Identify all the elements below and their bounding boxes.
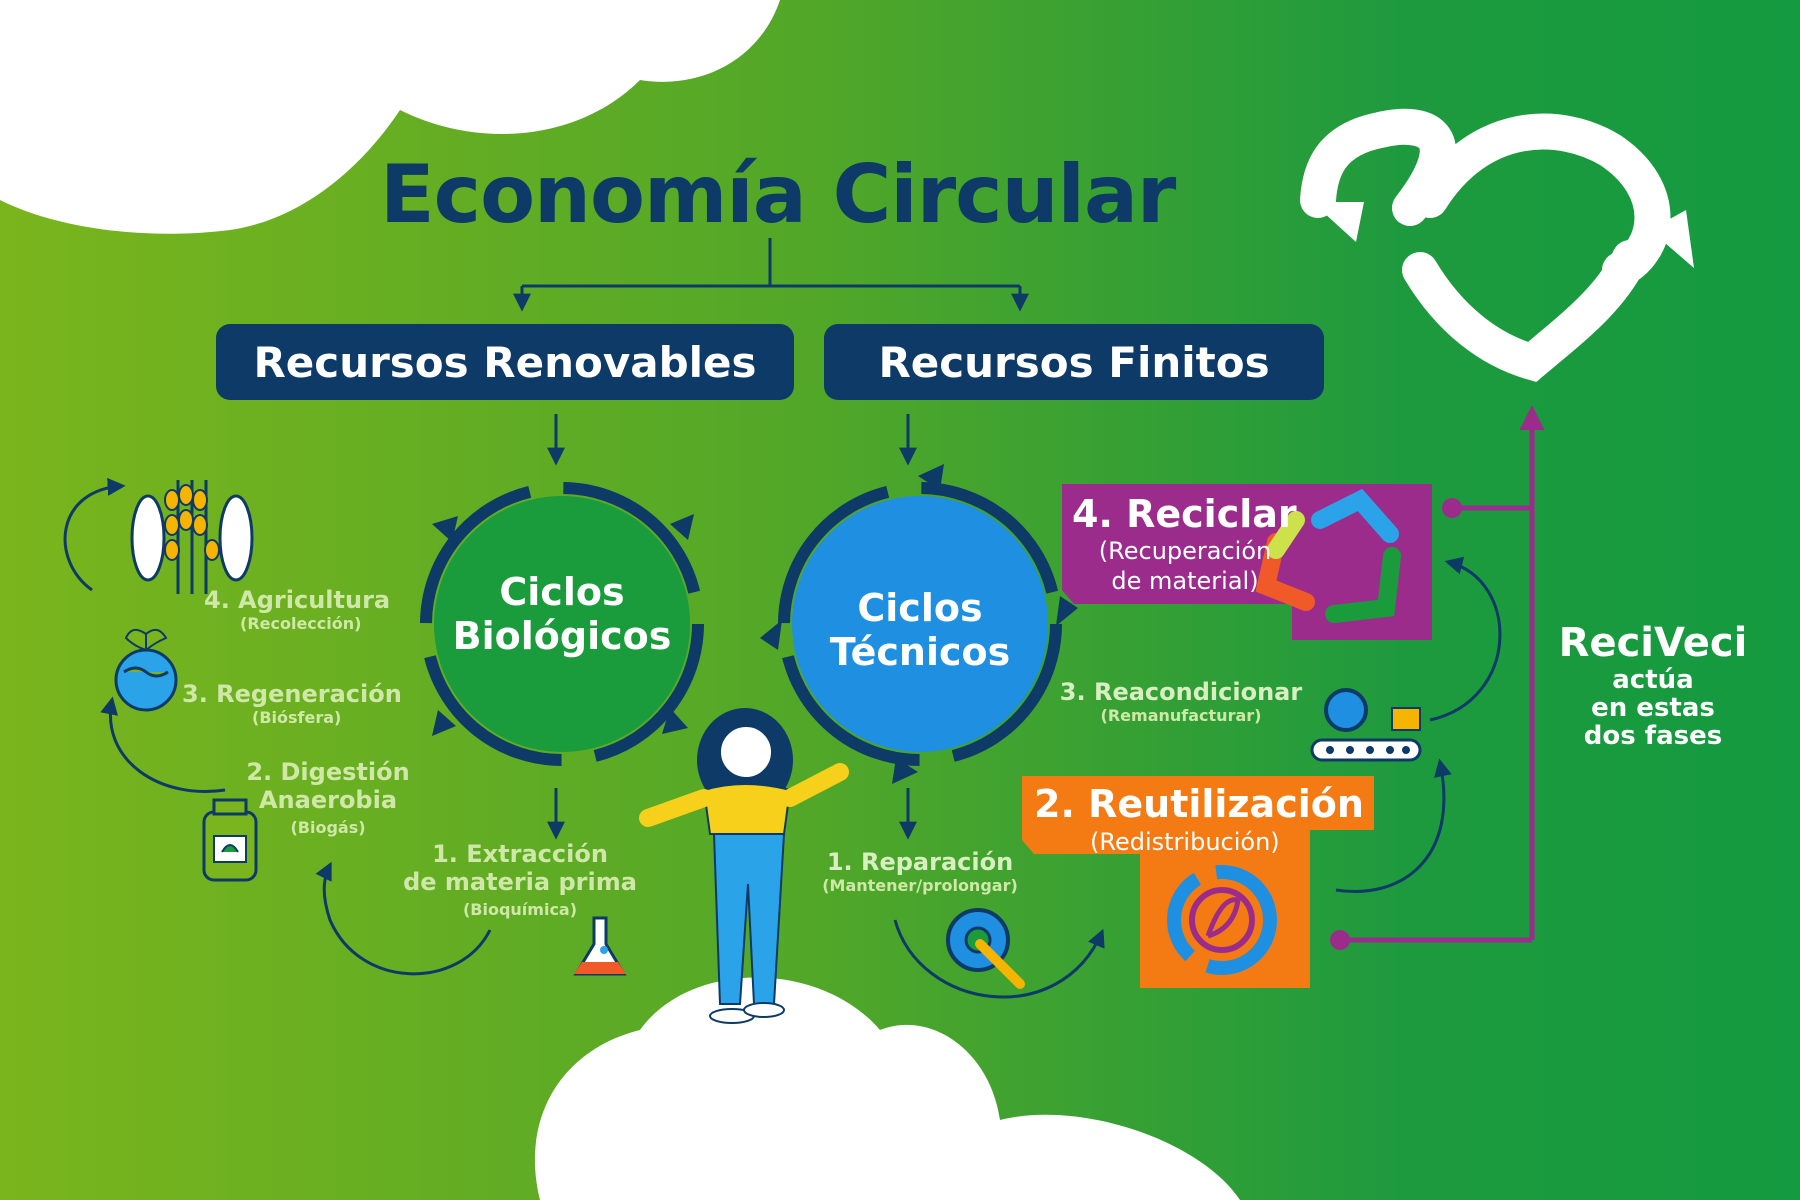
technical-cycles-line1: Ciclos	[857, 586, 983, 630]
white-cloud-top-left	[0, 0, 780, 234]
reciveci-brand: ReciVeci	[1558, 620, 1748, 666]
biogas-tank-icon	[202, 798, 258, 882]
bio-step-subtitle: (Biogás)	[290, 818, 366, 837]
biological-cycles-label: Ciclos Biológicos	[452, 570, 672, 658]
white-cloud-bottom	[534, 977, 1240, 1200]
bio-step-title-line2: Anaerobia	[258, 786, 398, 814]
tech-step-reacondicionar: 3. Reacondicionar (Remanufacturar)	[1056, 678, 1306, 725]
technical-cycles-label: Ciclos Técnicos	[810, 586, 1030, 674]
reutilizacion-subtitle: (Redistribución)	[1090, 828, 1280, 856]
bio-step-title-line1: 1. Extracción	[432, 840, 608, 868]
tech-step-title: 3. Reacondicionar	[1059, 678, 1303, 706]
technical-cycles-line2: Técnicos	[829, 630, 1011, 674]
bio-step-extraccion: 1. Extracción de materia prima (Bioquími…	[390, 840, 650, 919]
bio-step-title: 3. Regeneración	[182, 680, 402, 708]
reciveci-line2: en estas	[1591, 693, 1715, 723]
reciveci-connector	[1340, 405, 1545, 943]
reciveci-line3: dos fases	[1583, 721, 1723, 751]
page-title: Economía Circular	[380, 148, 1176, 241]
biological-cycle-circle	[420, 482, 704, 766]
woman-figure	[639, 708, 849, 1024]
tech-step-subtitle: (Mantener/prolongar)	[822, 876, 1018, 895]
bio-step-agricultura: 4. Agricultura (Recolección)	[204, 586, 390, 633]
title-connector	[513, 238, 1029, 840]
reciveci-note: ReciVeci actúa en estas dos fases	[1548, 620, 1758, 750]
renewable-resources-label: Recursos Renovables	[216, 324, 794, 400]
bio-step-subtitle: (Bioquímica)	[462, 900, 578, 919]
tech-step-subtitle: (Remanufacturar)	[1100, 706, 1262, 725]
bio-step-title: 4. Agricultura	[204, 586, 391, 614]
reciclar-subtitle-line1: (Recuperación	[1098, 537, 1272, 565]
recycle-triangle-icon	[1255, 488, 1401, 623]
reciveci-line1: actúa	[1612, 665, 1694, 695]
reciclar-box	[1062, 484, 1432, 640]
reciclar-subtitle-line2: de material)	[1111, 567, 1259, 595]
technical-side-arrows	[893, 556, 1502, 999]
reciclar-title: 4. Reciclar	[1072, 492, 1297, 536]
fish-wheat-icon	[130, 480, 254, 594]
globe-plant-icon	[114, 628, 178, 712]
conveyor-gear-icon	[1310, 688, 1422, 762]
reutilizacion-title: 2. Reutilización	[1034, 782, 1364, 826]
reutilizacion-connector-dot	[1330, 930, 1350, 950]
finite-resources-label: Recursos Finitos	[824, 324, 1324, 400]
gear-wrench-icon	[946, 908, 1025, 989]
reciclar-subtitle: (Recuperación de material)	[1080, 536, 1290, 596]
biological-cycles-line1: Ciclos	[499, 570, 625, 614]
tech-step-reparacion: 1. Reparación (Mantener/prolongar)	[810, 848, 1030, 895]
recycle-heart-arrowheads	[1312, 202, 1694, 268]
technical-cycle-circle	[760, 464, 1078, 784]
bio-step-title-line2: de materia prima	[403, 868, 637, 896]
bio-step-regeneracion: 3. Regeneración (Biósfera)	[182, 680, 402, 727]
tech-step-title: 1. Reparación	[826, 848, 1014, 876]
reciclar-connector-dot	[1442, 498, 1462, 518]
bio-step-subtitle: (Biósfera)	[252, 708, 342, 727]
reuse-cycle-icon	[1167, 865, 1277, 975]
recycle-heart-logo	[1300, 108, 1671, 382]
biological-cycles-line2: Biológicos	[452, 614, 672, 658]
bio-step-digestion: 2. Digestión Anaerobia (Biogás)	[238, 758, 418, 837]
bio-step-title-line1: 2. Digestión	[246, 758, 410, 786]
bio-step-subtitle: (Recolección)	[240, 614, 362, 633]
flask-icon	[573, 916, 627, 976]
biological-side-arrows	[63, 477, 492, 976]
